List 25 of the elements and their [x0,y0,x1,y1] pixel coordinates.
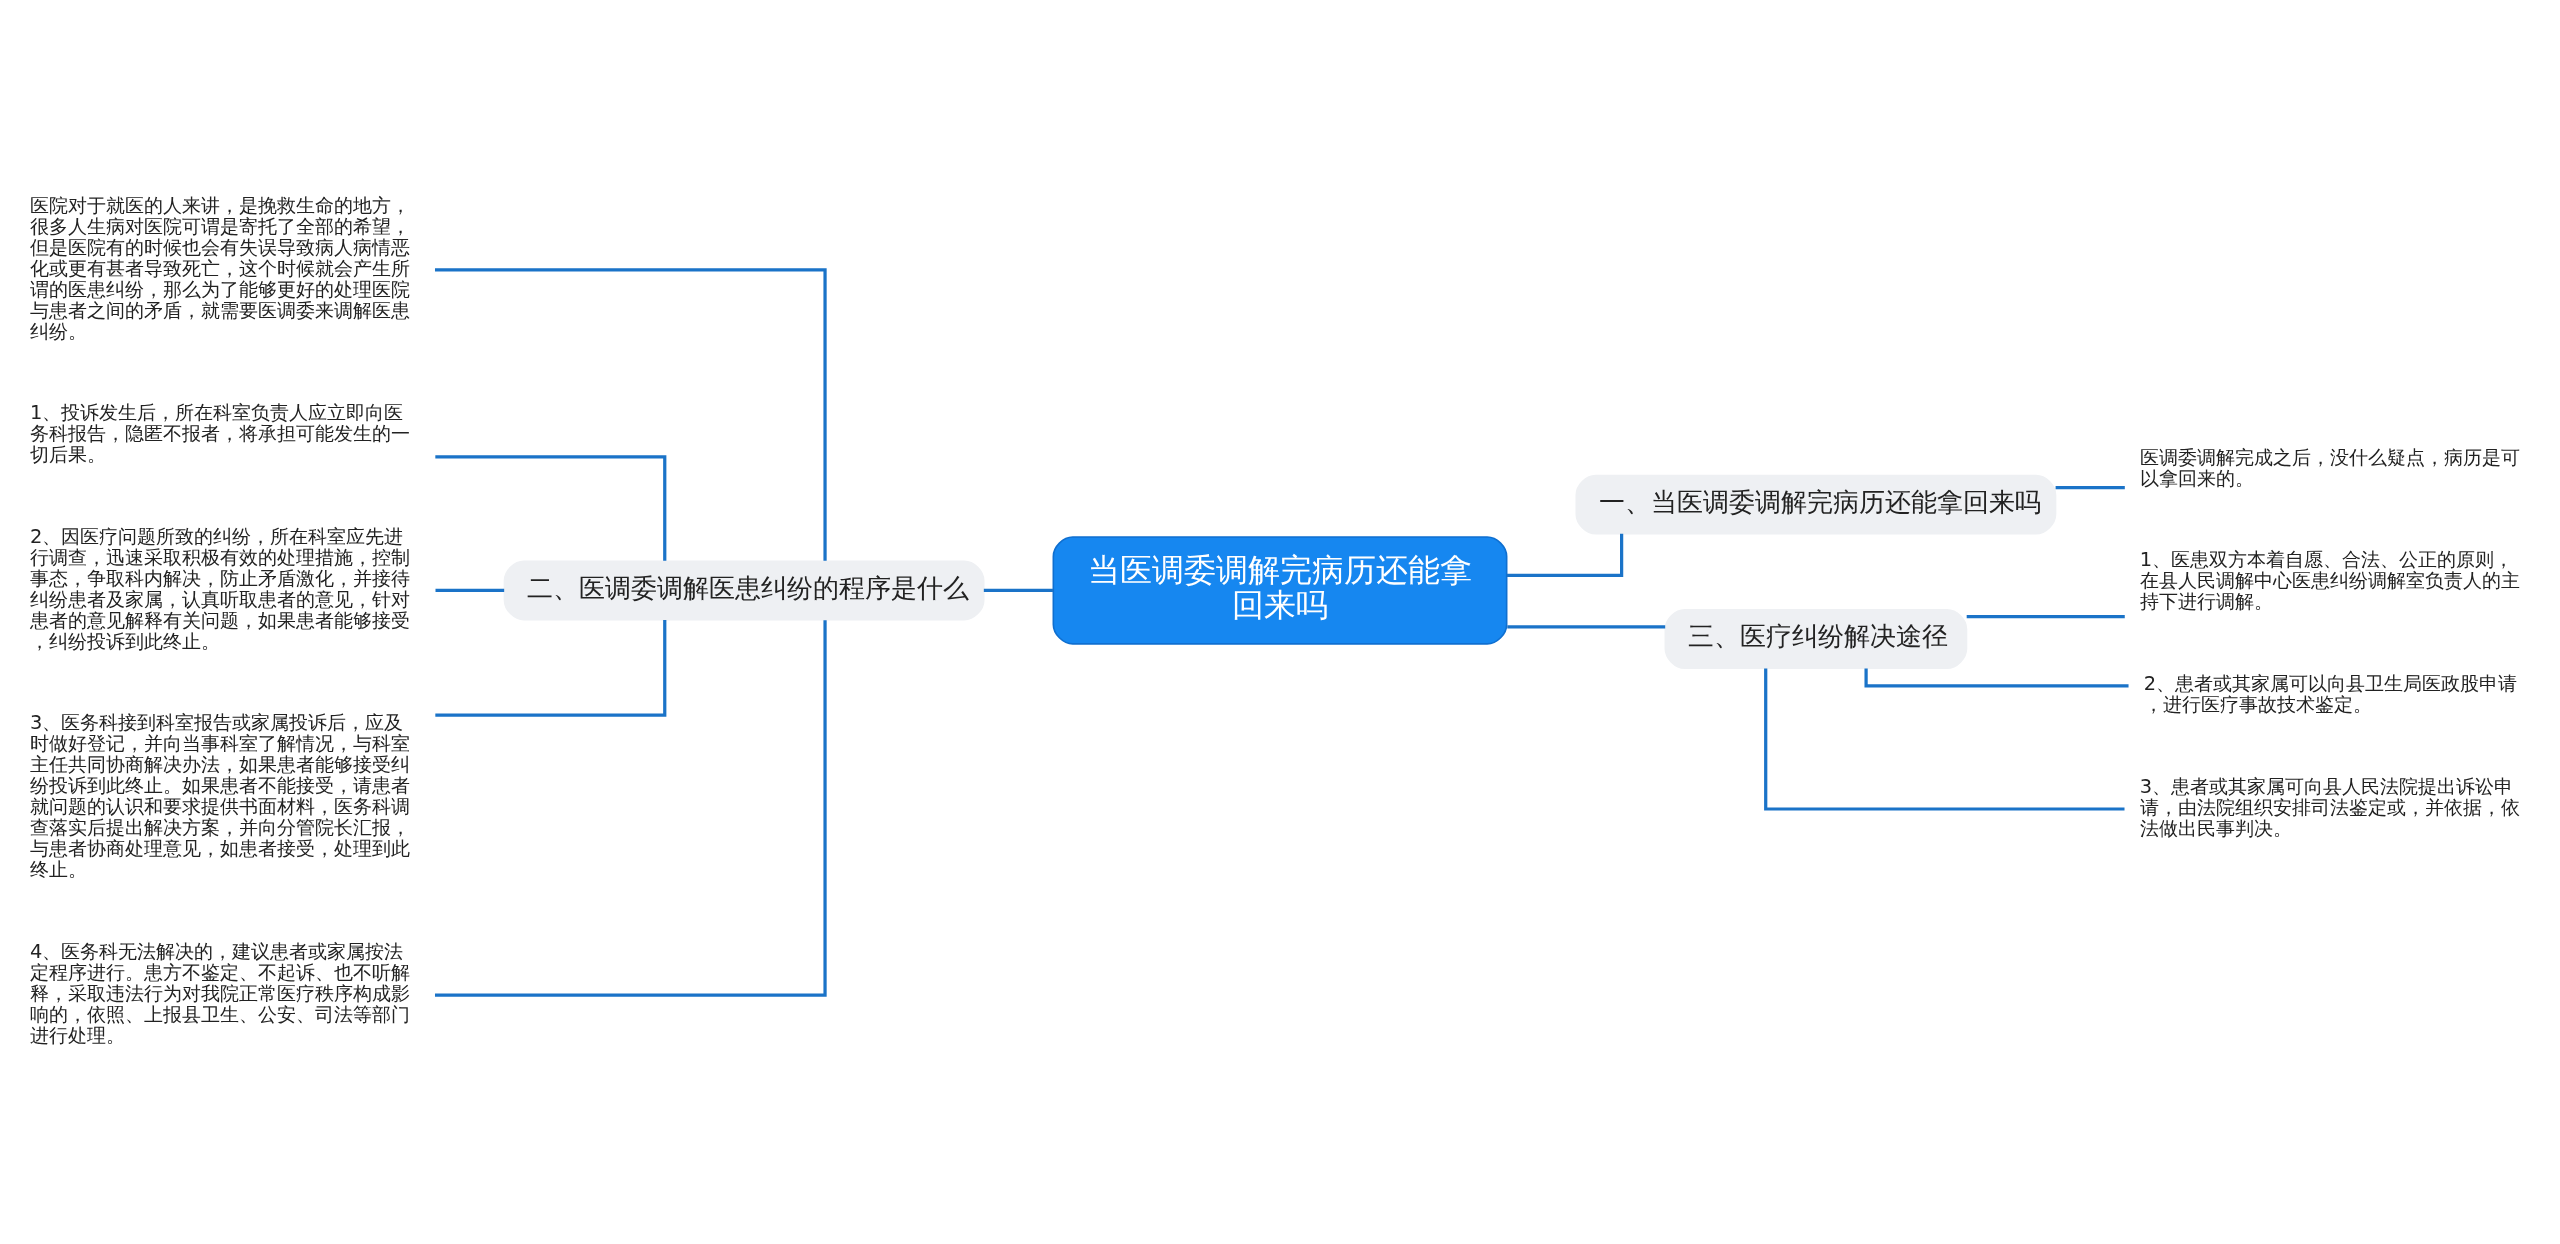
node-text: 4、医务科无法解决的，建议患者或家属按法定程序进行。患方不鉴定、不起诉、也不听解释，采取违法行为对我院正常医疗秩序构成影响的，依照、上报县卫生、公安、司法等部门进行处理。 [30,940,411,1048]
node-box: 当医调委调解完病历还能拿回来吗 [1052,536,1508,645]
node-box: 一、当医调委调解完病历还能拿回来吗 [1575,474,2057,535]
connector [1764,668,2125,811]
node-text: 3、医务科接到科室报告或家属投诉后，应及时做好登记，并向当事科室了解情况，与科室主任共同协商解决办法，如果患者能够接受纠纷投诉到此终止。如果患者不能接受，请患者就问题的认识和要求提供书面材料，医务科调查落实后提出解决方案，并向分管院长汇报，与患者协商处理意见，如患者接受，处理到此终止。 [30,711,411,882]
node-text: 1、投诉发生后，所在科室负责人应立即向医务科报告，隐匿不报者，将承担可能发生的一切后果。 [30,400,411,467]
node-text: 3、患者或其家属可向县人民法院提出诉讼申请，由法院组织安排司法鉴定或，并依据，依法做出民事判决。 [2139,774,2520,841]
node-box: 三、医疗纠纷解决途径 [1664,609,1968,669]
connector [1864,668,2129,688]
node-text: 医院对于就医的人来讲，是挽救生命的地方，很多人生病对医院可谓是寄托了全部的希望，但是医院有的时候也会有失误导致病人病情恶化或更有甚者导致死亡，这个时候就会产生所谓的医患纠纷，那么为了能够更好的处理医院与患者之间的矛盾，就需要医调委来调解医患纠纷。 [30,193,411,344]
connector [435,620,667,717]
node-box: 二、医调委调解医患纠纷的程序是什么 [503,560,985,621]
node-text: 医调委调解完成之后，没什么疑点，病历是可以拿回来的。 [2139,445,2520,490]
connector [435,455,667,561]
connector [1506,533,1624,578]
connector [435,620,827,997]
connector [1507,625,1666,629]
connector [983,588,1053,593]
connector [435,588,505,593]
connector [1966,615,2125,619]
node-text: 2、患者或其家属可以向县卫生局医政股申请，进行医疗事故技术鉴定。 [2143,672,2518,717]
connector [435,268,827,561]
connector [2055,486,2125,490]
node-text: 2、因医疗问题所致的纠纷，所在科室应先进行调查，迅速采取积极有效的处理措施，控制事态，争取科内解决，防止矛盾激化，并接待纠纷患者及家属，认真听取患者的意见，针对患者的意见解释有关问题，如果患者能够接受，纠纷投诉到此终止。 [30,524,411,654]
node-text: 1、医患双方本着自愿、合法、公正的原则，在县人民调解中心医患纠纷调解室负责人的主持下进行调解。 [2139,548,2520,614]
